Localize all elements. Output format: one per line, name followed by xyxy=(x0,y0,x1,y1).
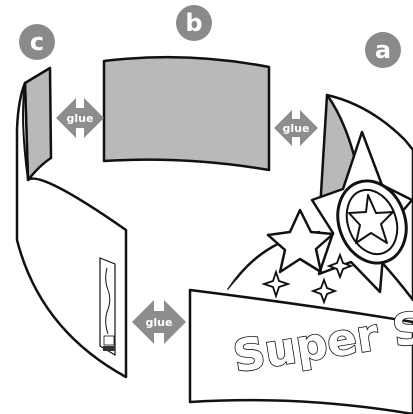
double-arrow-icon xyxy=(56,98,104,138)
sparkle-icon xyxy=(310,277,338,305)
double-arrow-icon xyxy=(274,110,318,146)
piece-c xyxy=(15,66,128,379)
piece-b xyxy=(102,55,271,172)
badge-b-label: b xyxy=(185,9,202,37)
star-icon xyxy=(348,194,394,244)
sparkle-icon xyxy=(261,269,291,299)
glue-arrow-c-b: glue xyxy=(56,98,104,138)
badge-a: a xyxy=(365,32,401,68)
glue-label-c-a: glue xyxy=(146,316,173,329)
badge-b: b xyxy=(176,5,212,41)
glue-arrow-c-a: glue xyxy=(132,300,186,344)
sparkle-icon xyxy=(326,252,354,280)
piece-a: Super St xyxy=(188,93,413,414)
glue-label-b-a: glue xyxy=(283,122,310,135)
star-badge xyxy=(336,179,408,265)
glue-arrow-b-a: glue xyxy=(274,110,318,146)
badge-c-label: c xyxy=(30,28,44,56)
star-icon xyxy=(266,208,335,274)
badge-a-label: a xyxy=(375,36,391,64)
double-arrow-icon xyxy=(132,300,186,344)
glue-label-c-b: glue xyxy=(67,112,94,125)
badge-c: c xyxy=(19,24,55,60)
